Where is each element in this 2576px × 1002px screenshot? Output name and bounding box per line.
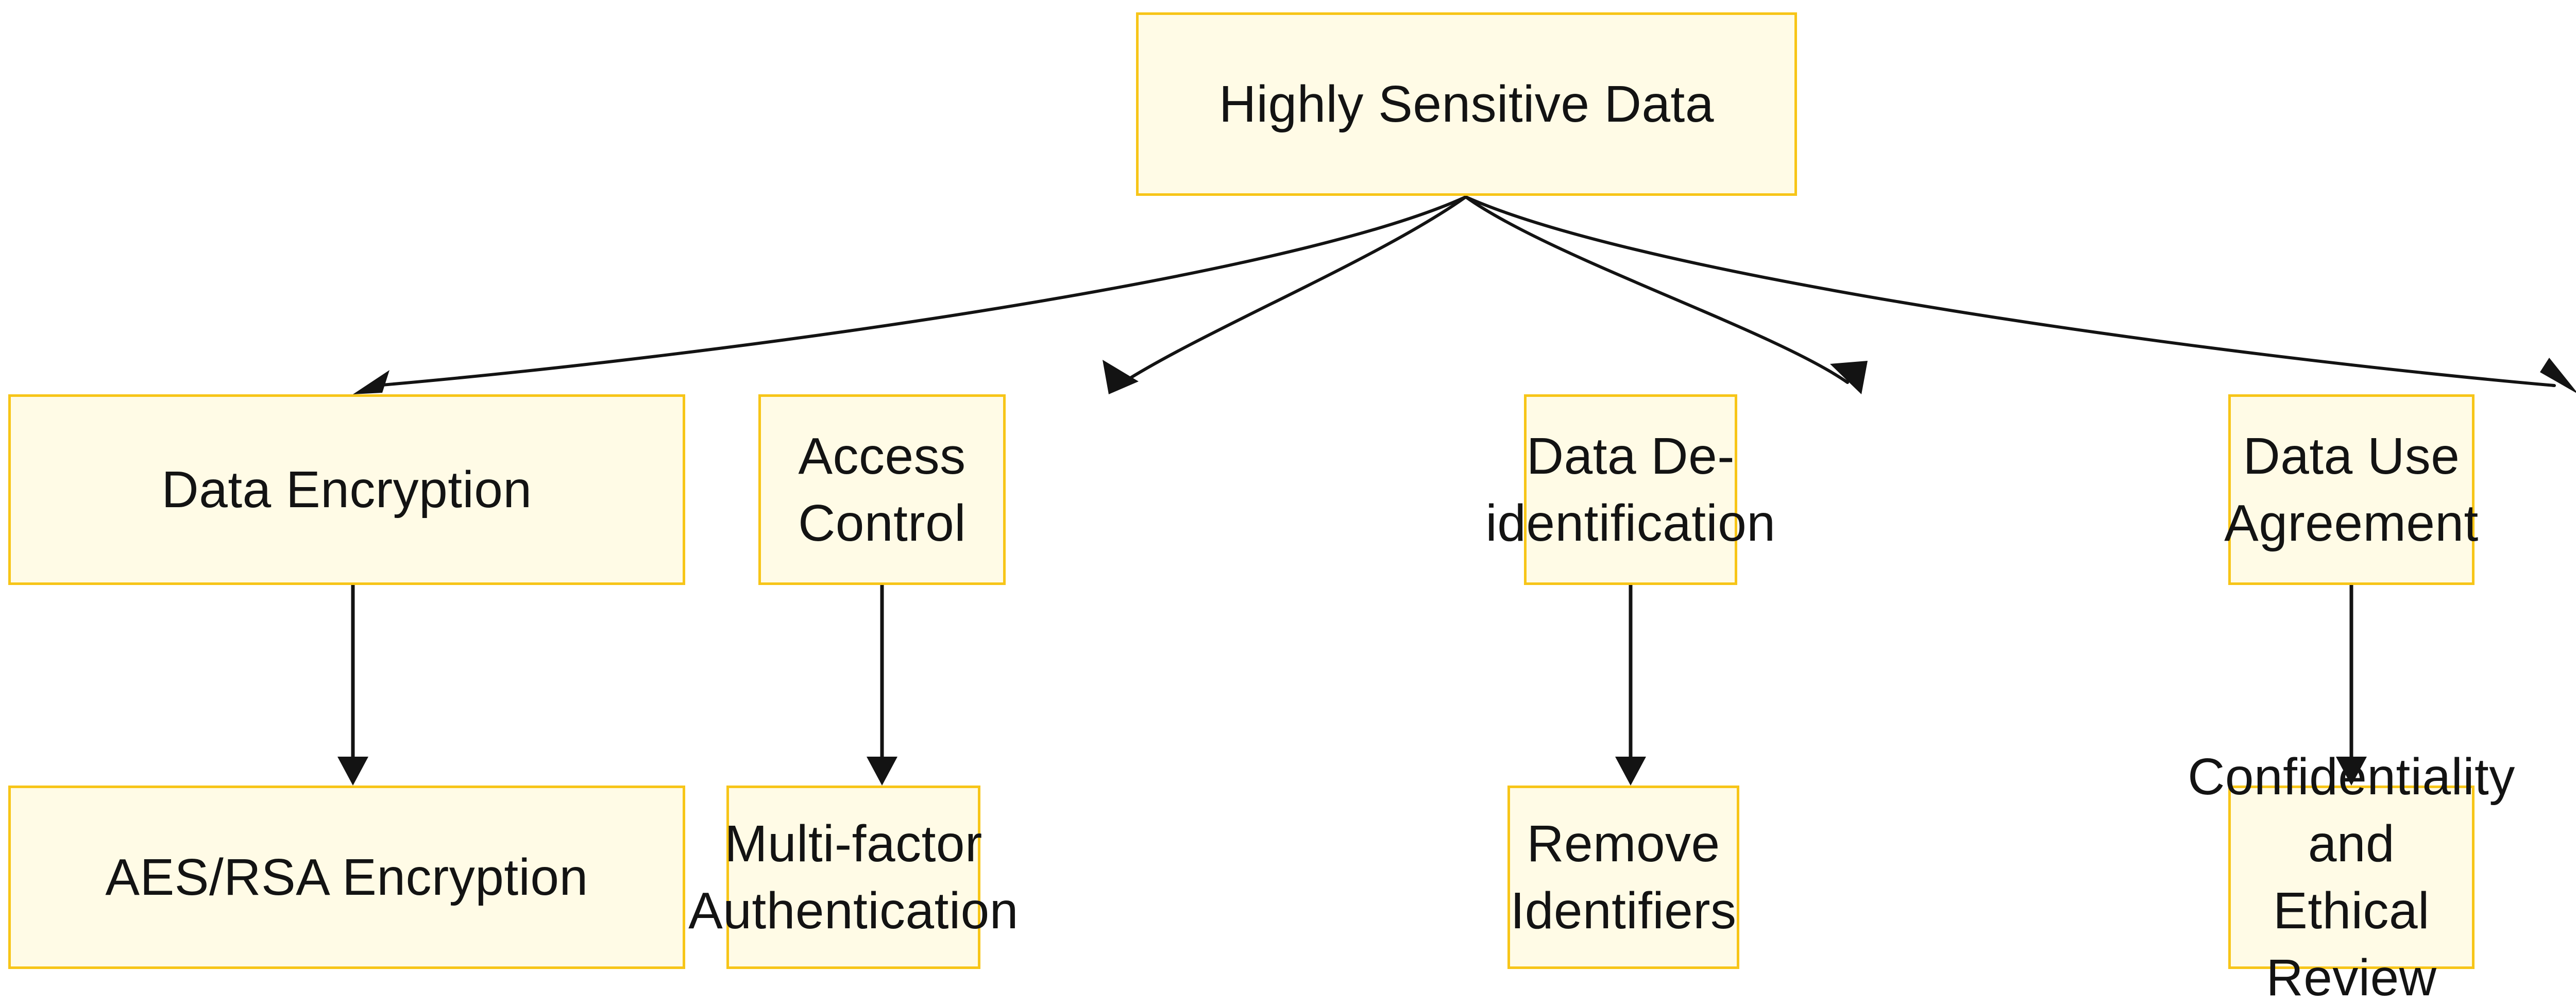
node-label: AES/RSA Encryption xyxy=(105,848,588,906)
node-label: Data De-identification xyxy=(1485,427,1776,552)
arrowhead-data-encryption xyxy=(353,370,389,394)
node-access-control[interactable]: Access Control xyxy=(758,394,1006,585)
edge-root-to-data-use-agreement xyxy=(1464,195,2556,387)
node-label: Multi-factor Authentication xyxy=(688,815,1019,940)
node-data-encryption[interactable]: Data Encryption xyxy=(8,394,685,585)
arrowhead-data-deidentification xyxy=(1830,361,1868,394)
node-highly-sensitive-data[interactable]: Highly Sensitive Data xyxy=(1136,12,1797,196)
arrowhead-access-control xyxy=(1103,360,1139,394)
node-label: Highly Sensitive Data xyxy=(1219,75,1714,133)
node-data-use-agreement[interactable]: Data Use Agreement xyxy=(2224,394,2478,585)
node-label: Data Use Agreement xyxy=(2224,427,2479,552)
node-remove-identifiers[interactable]: Remove Identifiers xyxy=(1507,786,1739,969)
node-label: Remove Identifiers xyxy=(1510,815,1737,940)
edge-root-to-data-deidentification xyxy=(1464,195,1849,384)
arrowhead-aes-rsa xyxy=(337,757,368,786)
arrowhead-data-use-agreement xyxy=(2540,358,2576,393)
node-label: Access Control xyxy=(798,427,966,552)
arrowhead-remove-identifiers xyxy=(1615,757,1646,786)
node-label: Confidentiality and Ethical Review xyxy=(2188,748,2515,1002)
arrowhead-mfa xyxy=(867,757,897,786)
edge-root-to-access-control xyxy=(1122,195,1467,384)
node-data-de-identification[interactable]: Data De-identification xyxy=(1486,394,1775,585)
node-label: Data Encryption xyxy=(161,461,532,519)
edge-root-to-data-encryption xyxy=(375,195,1467,387)
node-confidentiality-ethical-review[interactable]: Confidentiality and Ethical Review xyxy=(2188,748,2515,1002)
node-multi-factor-authentication[interactable]: Multi-factor Authentication xyxy=(688,786,1018,969)
node-aes-rsa-encryption[interactable]: AES/RSA Encryption xyxy=(8,786,685,969)
